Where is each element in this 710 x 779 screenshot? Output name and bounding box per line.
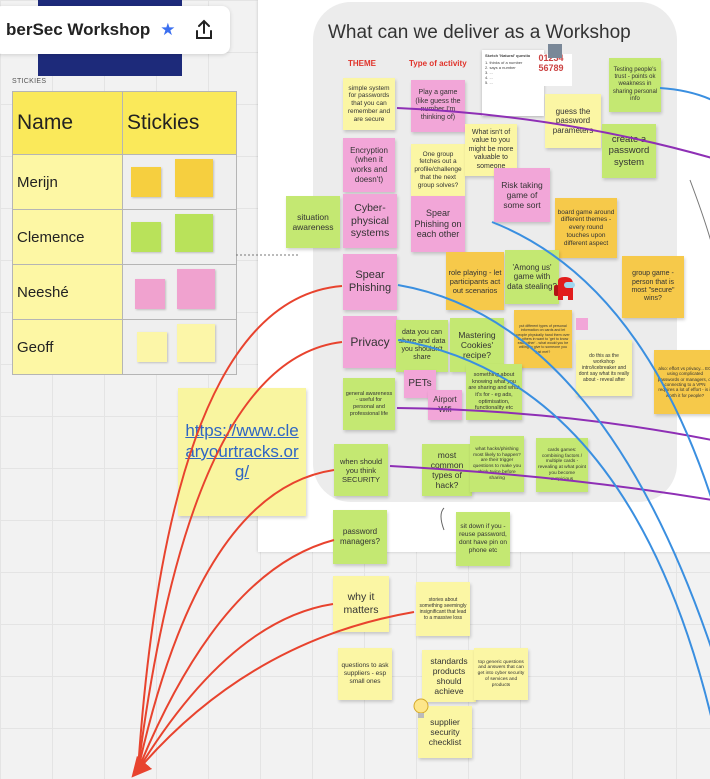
table-header-row: Name Stickies <box>12 91 237 155</box>
sticky-note[interactable]: situation awareness <box>286 196 340 248</box>
sticky-note[interactable]: Play a game (like guess the number I'm t… <box>411 80 465 132</box>
sticky-note[interactable]: cards games: combining factors / multipl… <box>536 438 588 492</box>
sticky-note[interactable]: standards products should achieve <box>422 650 476 702</box>
sticky-note[interactable]: when should you think SECURITY <box>334 444 388 496</box>
sticky-note[interactable]: Testing people's trust - points ok weakn… <box>609 58 661 112</box>
sticky-note[interactable]: Airport Wifi <box>428 390 462 420</box>
numbers-line: 01234 <box>538 53 564 63</box>
row-name: Clemence <box>12 209 123 265</box>
sticky-note[interactable]: top generic questions and answers that c… <box>474 648 528 700</box>
sticky-note[interactable]: Privacy <box>343 316 397 368</box>
sticky-stack[interactable] <box>122 319 237 375</box>
sticky-note[interactable]: simple system for passwords that you can… <box>343 78 395 130</box>
col-head-theme: THEME <box>348 59 376 68</box>
worksheet-line: 3. ... <box>485 70 493 75</box>
worksheet-line: 1. thinks of a number <box>485 60 523 65</box>
sticky-note[interactable]: most common types of hack? <box>422 444 472 496</box>
sticky-note[interactable]: password managers? <box>333 510 387 564</box>
col-head-activity: Type of activity <box>409 59 467 68</box>
lightbulb-icon <box>413 698 429 718</box>
sticky-note[interactable]: role playing - let participants act out … <box>446 252 504 310</box>
sticky-note[interactable]: what hacks/phishing most likely to happe… <box>470 436 524 492</box>
sticky-stack[interactable] <box>122 264 237 320</box>
sticky-note[interactable]: do this as the workshop intro/icebreaker… <box>576 340 632 396</box>
sticky-note[interactable]: guess the password parameters <box>545 94 601 148</box>
sticky-note[interactable]: Spear Phishing <box>343 254 397 310</box>
sticky-stack[interactable] <box>122 209 237 265</box>
sticky-note[interactable]: questions to ask suppliers - esp small o… <box>338 648 392 700</box>
worksheet-line: 4. ... <box>485 75 493 80</box>
sticky-note[interactable]: also: effort vs privacy... EG using comp… <box>654 350 710 414</box>
worksheet-title: Sketch 'Natural' question... <box>485 53 537 58</box>
sticky-note[interactable]: why it matters <box>333 576 389 632</box>
stickies-caption: STICKIES <box>12 78 47 85</box>
sticky-note[interactable]: 'Among us' game with data stealing? <box>505 250 559 304</box>
table-row: Merijn <box>12 154 237 210</box>
sticky-note[interactable]: put different types of personal informat… <box>514 310 572 368</box>
numbers-card[interactable]: 01234 56789 <box>530 53 572 86</box>
board-name[interactable]: berSec Workshop <box>6 20 151 39</box>
row-name: Neeshé <box>12 264 123 320</box>
among-us-icon <box>554 277 575 300</box>
sticky-note[interactable]: something about knowing what you are sha… <box>466 364 522 420</box>
header-stickies: Stickies <box>122 91 237 155</box>
share-icon[interactable] <box>192 18 216 42</box>
table-row: Neeshé <box>12 264 237 320</box>
sticky-note[interactable]: data you can share and data you shouldn'… <box>396 320 448 372</box>
sticky-note[interactable]: general awareness - useful for personal … <box>343 378 395 430</box>
worksheet-line: 5. ... <box>485 80 493 85</box>
sticky-note[interactable]: Spear Phishing on each other <box>411 196 465 252</box>
sticky-note[interactable]: One group fetches out a profile/challeng… <box>411 144 465 196</box>
row-name: Merijn <box>12 154 123 210</box>
sticky-stack[interactable] <box>122 154 237 210</box>
sticky-note[interactable]: board game around different themes - eve… <box>555 198 617 258</box>
avatar <box>548 44 562 58</box>
url-sticky[interactable]: https://www.clearyourtracks.org/ <box>178 388 306 516</box>
table-row: Clemence <box>12 209 237 265</box>
sticky-note[interactable]: Risk taking game of some sort <box>494 168 550 222</box>
sticky-note[interactable]: Encryption (when it works and doesn't) <box>343 138 395 192</box>
sticky-note[interactable]: create a password system <box>602 124 656 178</box>
sticky-note[interactable]: stories about something seemingly insign… <box>416 582 470 636</box>
sticky-note[interactable]: group game - person that is most "secure… <box>622 256 684 318</box>
sticky-note[interactable]: sit down if you - reuse password, dont h… <box>456 512 510 566</box>
numbers-line: 56789 <box>538 62 564 73</box>
board-title-bar: berSec Workshop ★ <box>0 6 230 54</box>
row-name: Geoff <box>12 319 123 375</box>
stickies-table: Name Stickies Merijn Clemence Neeshé Geo… <box>12 91 237 375</box>
tiny-sticky[interactable] <box>576 318 588 330</box>
star-icon[interactable]: ★ <box>160 20 176 39</box>
table-row: Geoff <box>12 319 237 375</box>
sticky-note[interactable]: Cyber-physical systems <box>343 194 397 248</box>
worksheet-line: 2. says a number <box>485 65 516 70</box>
workshop-title: What can we deliver as a Workshop <box>328 22 631 43</box>
header-name: Name <box>12 91 123 155</box>
url-link[interactable]: https://www.clearyourtracks.org/ <box>185 421 299 482</box>
